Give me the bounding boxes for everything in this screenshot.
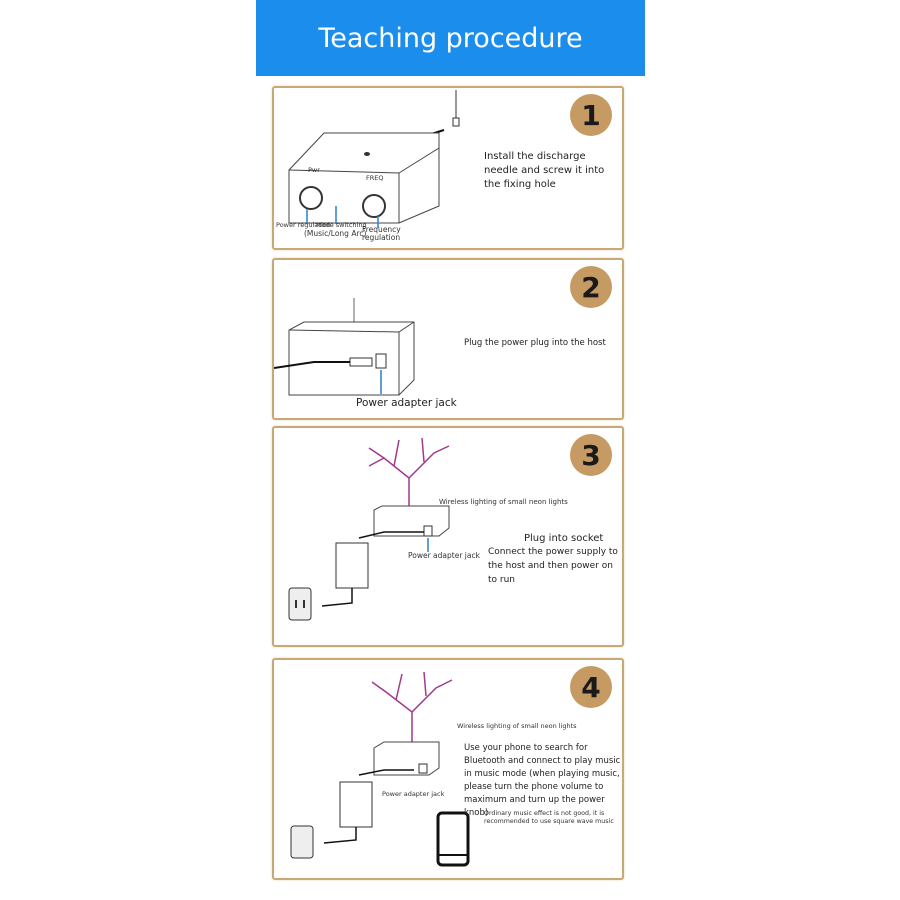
jack-label: Power adapter jack [356, 397, 457, 409]
mode-options-label: (Music/Long Arc) [304, 229, 367, 238]
step-number: 3 [570, 434, 612, 476]
pwr-label: Pwr [308, 166, 320, 174]
step-text: Plug the power plug into the host [464, 338, 606, 348]
step-4-panel: Wireless lighting of small neon lights P… [272, 658, 624, 880]
neon-label: Wireless lighting of small neon lights [439, 498, 568, 506]
device-illustration [274, 298, 415, 396]
music-note: Ordinary music effect is not good, it is… [484, 810, 614, 825]
jack-label: Power adapter jack [382, 790, 445, 798]
setup-illustration [290, 671, 470, 867]
device-illustration [288, 90, 460, 228]
jack-label: Power adapter jack [408, 551, 480, 560]
step-text: Install the discharge needle and screw i… [484, 151, 605, 190]
step-heading: Plug into socket [524, 533, 604, 544]
step-text: Connect the power supply to the host and… [488, 547, 618, 585]
neon-label: Wireless lighting of small neon lights [457, 722, 577, 730]
step-3-panel: Wireless lighting of small neon lights P… [272, 426, 624, 647]
power-regulation-label: Power regulation [276, 221, 331, 229]
page-title: Teaching procedure [256, 0, 645, 76]
setup-illustration [288, 437, 450, 621]
step-1-panel: Pwr FREQ Power regulation Mode switching… [272, 86, 624, 250]
mode-switching-label: Mode switching [316, 221, 367, 229]
step-number: 1 [570, 94, 612, 136]
freq-label: FREQ [366, 174, 384, 182]
frequency-regulation-label: Frequency regulation [362, 225, 401, 242]
step-number: 2 [570, 266, 612, 308]
step-text: Use your phone to search for Bluetooth a… [464, 743, 621, 818]
step-2-panel: Power adapter jack 2 Plug the power plug… [272, 258, 624, 420]
step-number: 4 [570, 666, 612, 708]
